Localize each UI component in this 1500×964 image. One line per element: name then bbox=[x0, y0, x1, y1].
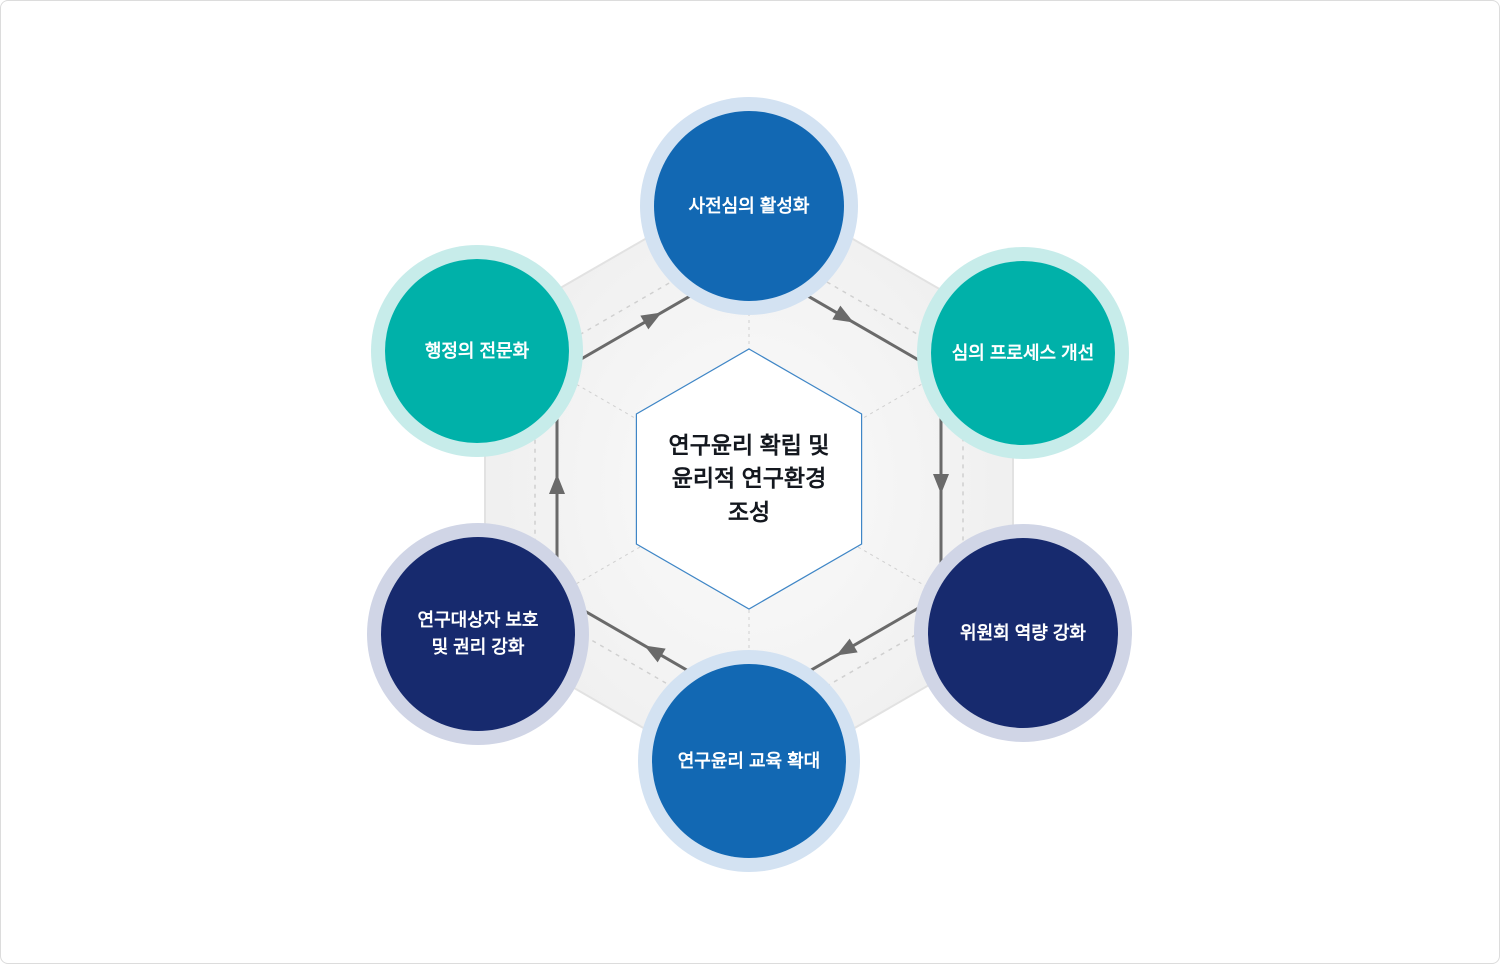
center-title: 연구윤리 확립 및 윤리적 연구환경 조성 bbox=[619, 429, 879, 529]
arrowhead-bottom-to-bottomleft bbox=[644, 645, 666, 663]
arrowhead-bottomright-to-bottom bbox=[836, 638, 858, 656]
node-bottom-right-label: 위원회 역량 강화 bbox=[960, 622, 1086, 643]
node-bottom-left-label: 연구대상자 보호 및 권리 강화 bbox=[417, 610, 539, 657]
center-title-line-3: 조성 bbox=[727, 498, 771, 525]
center-title-line-2: 윤리적 연구환경 bbox=[671, 465, 827, 492]
arrowhead-topright-to-bottomright bbox=[933, 474, 949, 494]
node-top-right-label: 심의 프로세스 개선 bbox=[951, 342, 1095, 363]
arrowhead-bottomleft-to-left bbox=[549, 474, 565, 494]
node-top-right: 심의 프로세스 개선 bbox=[931, 261, 1115, 445]
node-left: 행정의 전문화 bbox=[385, 259, 569, 443]
node-top-label: 사전심의 활성화 bbox=[688, 195, 810, 216]
node-bottom-left: 연구대상자 보호 및 권리 강화 bbox=[381, 537, 575, 731]
arrowhead-left-to-top bbox=[640, 312, 662, 330]
node-top: 사전심의 활성화 bbox=[654, 111, 844, 301]
node-left-label: 행정의 전문화 bbox=[424, 340, 530, 361]
arrowhead-top-to-topright bbox=[832, 305, 854, 323]
node-bottom-label: 연구윤리 교육 확대 bbox=[677, 750, 821, 771]
center-title-line-1: 연구윤리 확립 및 bbox=[668, 432, 830, 458]
node-bottom-right: 위원회 역량 강화 bbox=[928, 538, 1118, 728]
node-bottom: 연구윤리 교육 확대 bbox=[652, 664, 846, 858]
